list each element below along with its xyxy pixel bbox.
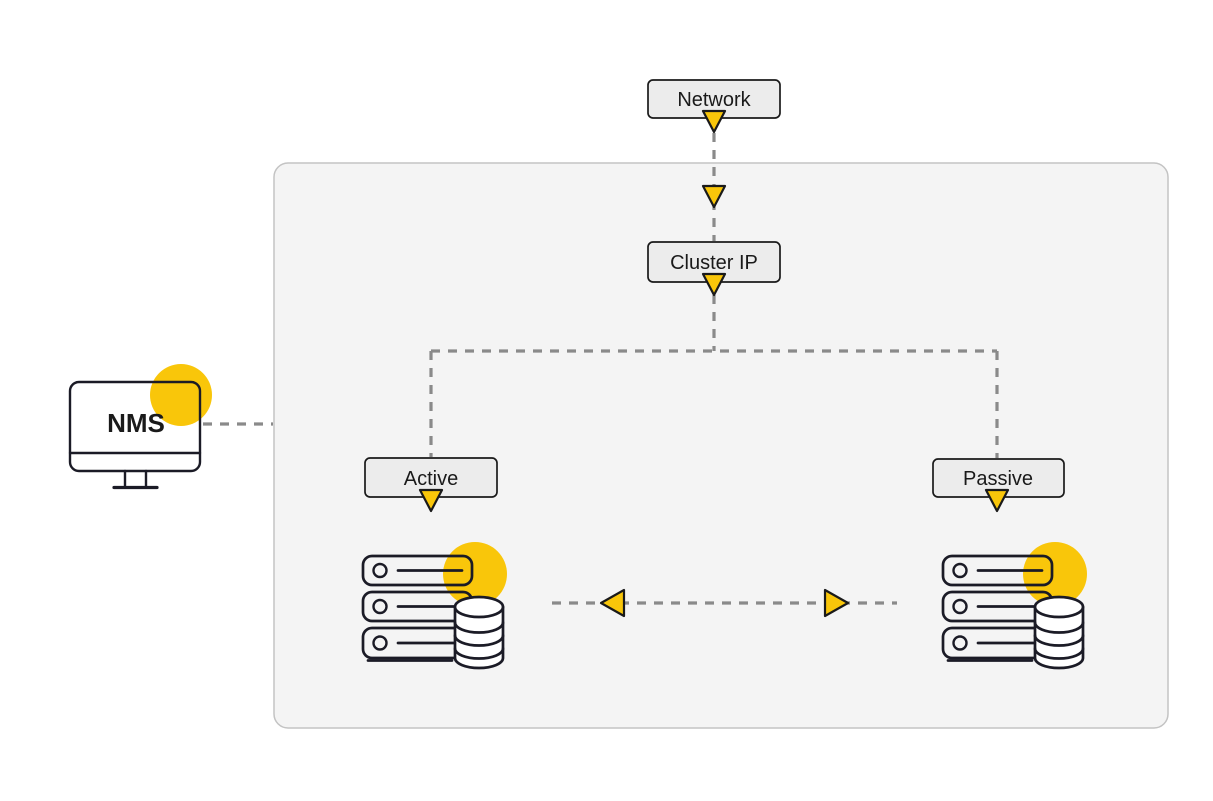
arrow-down-icon bbox=[701, 272, 727, 297]
accent-circle bbox=[150, 364, 212, 426]
active-label: Active bbox=[404, 468, 458, 490]
server-stack-icon bbox=[361, 554, 474, 662]
nms-group: NMS bbox=[68, 364, 212, 490]
arrow-down-icon bbox=[984, 488, 1010, 513]
accent-circle bbox=[443, 542, 507, 606]
monitor-icon bbox=[68, 380, 202, 490]
passive-label: Passive bbox=[963, 468, 1033, 490]
database-icon bbox=[453, 595, 505, 670]
arrow-down-icon bbox=[701, 109, 727, 134]
arrow-down-icon bbox=[418, 488, 444, 513]
arrow-left-icon bbox=[599, 588, 626, 618]
active-server-group bbox=[361, 542, 507, 670]
nms-label: NMS bbox=[107, 408, 165, 438]
database-icon bbox=[1033, 595, 1085, 670]
cluster-ip-label: Cluster IP bbox=[670, 252, 758, 274]
accent-circle bbox=[1023, 542, 1087, 606]
passive-server-group bbox=[941, 542, 1087, 670]
arrow-right-icon bbox=[823, 588, 850, 618]
network-label: Network bbox=[677, 89, 751, 111]
arrow-down-icon bbox=[701, 184, 727, 209]
